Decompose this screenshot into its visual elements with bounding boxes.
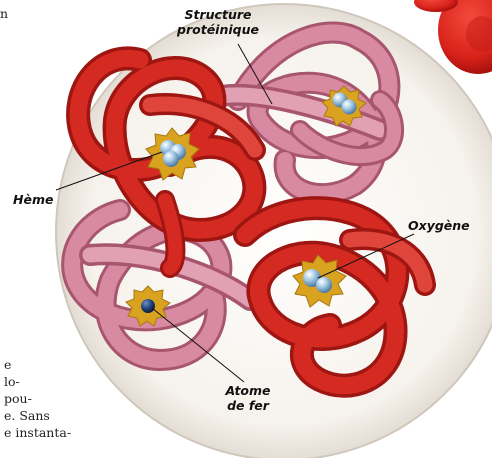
iron-atom-label: Atome de fer xyxy=(212,383,284,413)
oxygen-label: Oxygène xyxy=(408,218,470,233)
structure-label: Structure protéinique xyxy=(168,7,268,37)
iron-atom-label-line2: de fer xyxy=(212,398,284,413)
margin-text-line5: e instanta- xyxy=(4,425,71,441)
iron-atom-label-line1: Atome xyxy=(212,383,284,398)
margin-text-line3: pou- xyxy=(4,391,32,407)
margin-text-line2: lo- xyxy=(4,374,20,390)
structure-label-line2: protéinique xyxy=(168,22,268,37)
margin-text-line4: e. Sans xyxy=(4,408,50,424)
heme-label: Hème xyxy=(13,192,53,207)
structure-label-line1: Structure xyxy=(168,7,268,22)
margin-text-line1: e xyxy=(4,357,11,373)
margin-text-top: n xyxy=(0,6,8,22)
